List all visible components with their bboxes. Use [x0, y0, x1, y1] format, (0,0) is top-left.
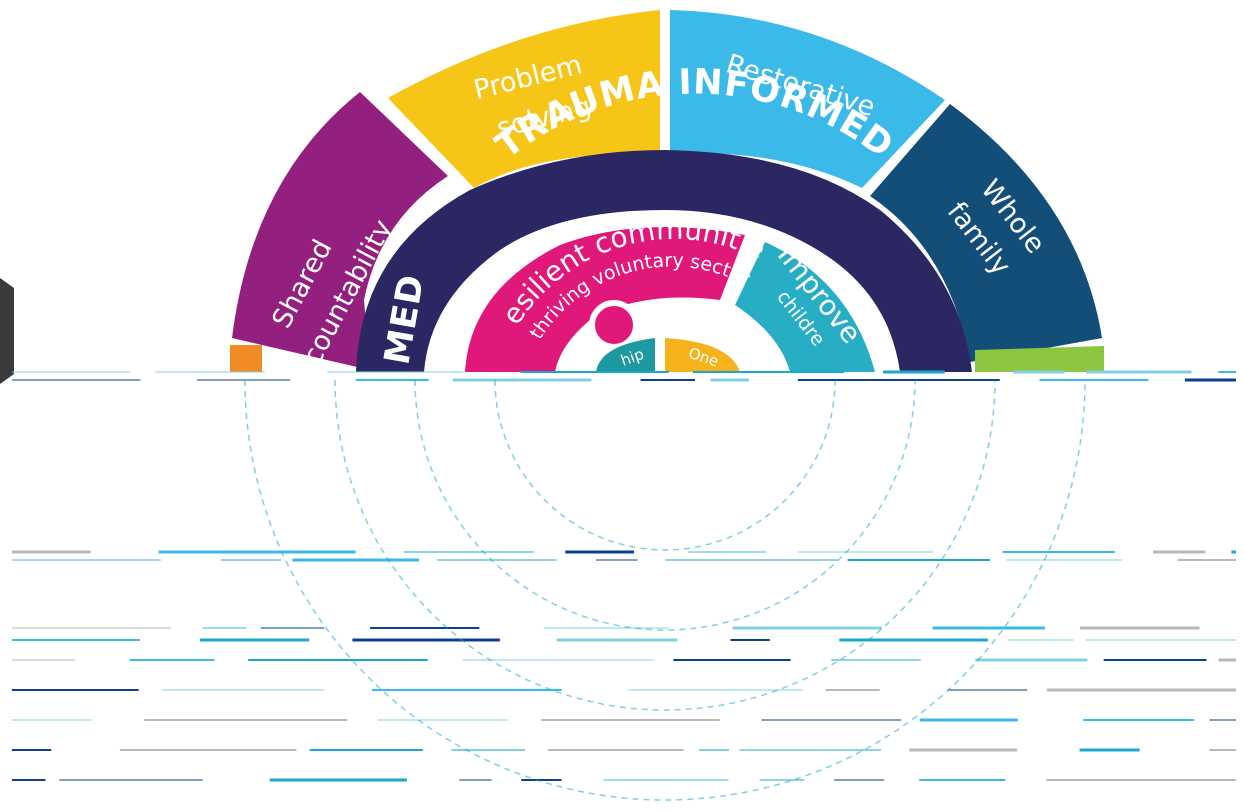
- outer-ring: [230, 10, 1104, 372]
- left-chevron-shape: [0, 278, 14, 384]
- outer-segment-edge-left: [230, 345, 262, 372]
- outer-segment-problem-solving: [388, 10, 660, 188]
- inner-segment-resilient-communities: [465, 227, 745, 372]
- outer-segment-shared-accountability: [232, 92, 448, 370]
- core-segment-relationship: [596, 338, 655, 372]
- outer-segment-restorative: [670, 10, 945, 188]
- outer-segment-whole-family: [870, 104, 1102, 362]
- inner-segment-improve-children: [735, 242, 875, 372]
- corrupted-image-region: [12, 370, 1236, 801]
- ghost-ring: [414, 379, 916, 631]
- middle-ring-trauma-informed: [356, 150, 972, 372]
- outer-segment-edge-right: [975, 346, 1104, 372]
- ghost-ring: [244, 379, 1086, 801]
- ghost-ring: [494, 379, 836, 551]
- pink-marker-dot: [589, 300, 639, 350]
- core-segment-one: [665, 338, 740, 372]
- ghost-ring: [334, 379, 996, 711]
